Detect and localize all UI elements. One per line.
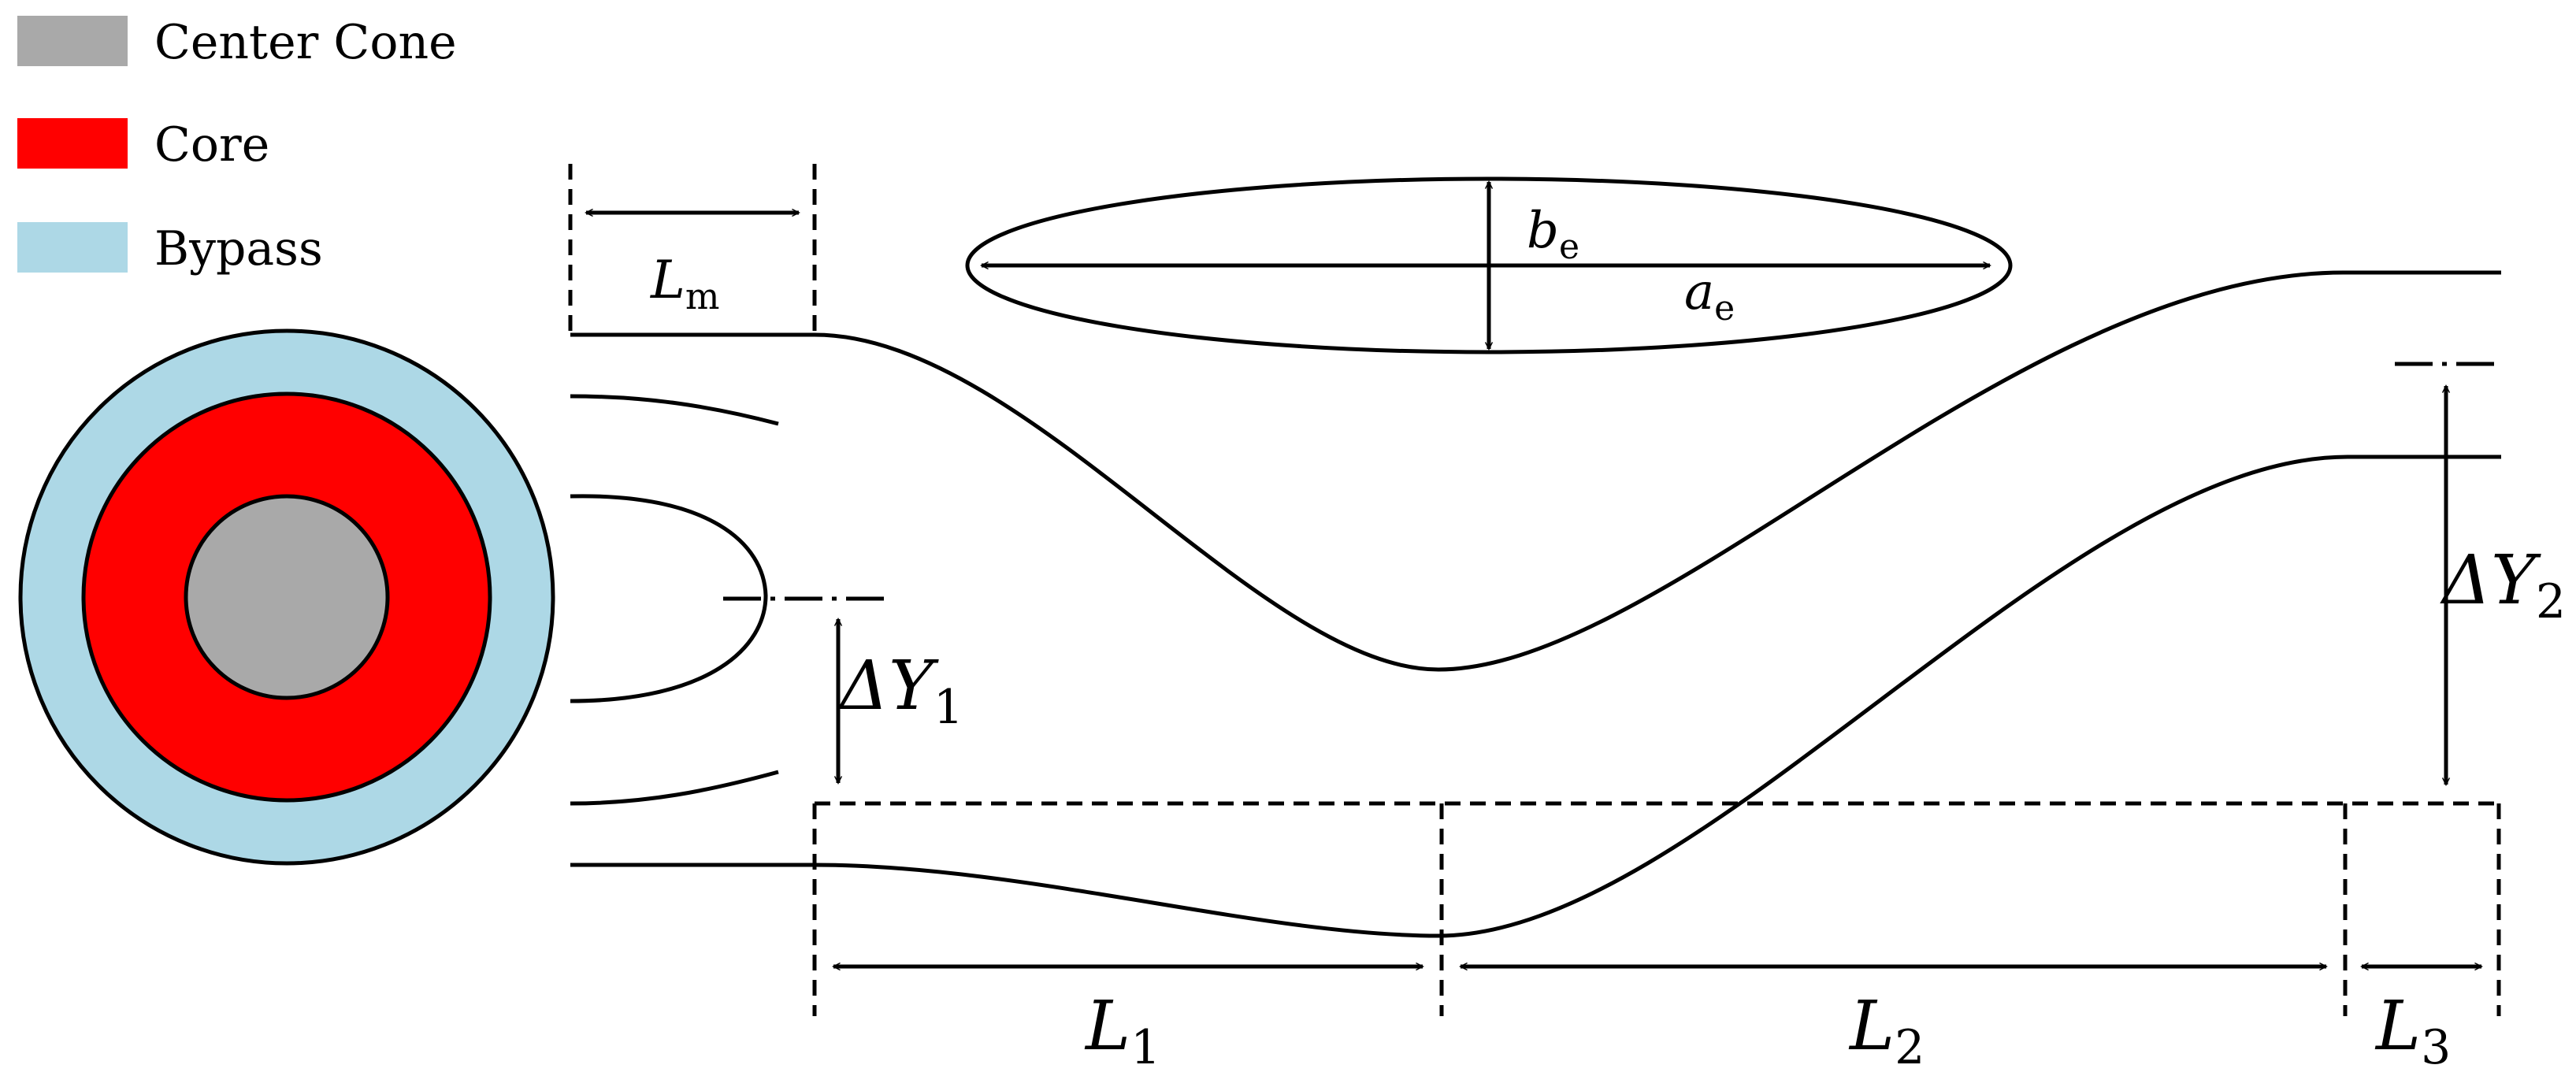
label-dy2: ΔY2: [2440, 541, 2566, 629]
label-lm: Lm: [650, 250, 719, 317]
center-cone-disc: [184, 494, 390, 700]
legend-item-core: Core: [17, 117, 269, 173]
reference-lines: [568, 164, 2501, 1016]
dimension-labels: Lm be ae ΔY1 ΔY2 L1 L2 L3: [650, 202, 2566, 1075]
legend-swatch-core: [17, 118, 128, 169]
inlet-upper-lip: [570, 394, 779, 426]
ellipse-outline: [965, 176, 2013, 354]
duct-walls: [570, 270, 2501, 938]
label-ae: ae: [1684, 263, 1735, 328]
engine-cross-section: [18, 328, 555, 866]
inlet-profiles: [570, 394, 779, 806]
legend-label-bypass: Bypass: [154, 221, 323, 276]
legend-swatch-center-cone: [17, 16, 128, 66]
label-l2: L2: [1848, 987, 1925, 1075]
lower-duct-wall: [570, 455, 2501, 938]
inlet-center-bulb: [570, 494, 768, 703]
legend: Center Cone Core Bypass: [17, 15, 457, 276]
label-l1: L1: [1084, 987, 1160, 1075]
legend-swatch-bypass: [17, 222, 128, 273]
legend-item-center-cone: Center Cone: [17, 15, 457, 70]
upper-duct-wall: [570, 270, 2501, 672]
legend-item-bypass: Bypass: [17, 221, 323, 276]
legend-label-core: Core: [154, 117, 269, 173]
label-l3: L3: [2374, 987, 2451, 1075]
label-be: be: [1527, 202, 1579, 267]
inlet-lower-lip: [570, 770, 779, 806]
label-dy1: ΔY1: [837, 647, 963, 735]
dimension-arrows: [585, 208, 2483, 971]
legend-label-center-cone: Center Cone: [154, 15, 457, 70]
ellipse-element: [965, 176, 2013, 354]
